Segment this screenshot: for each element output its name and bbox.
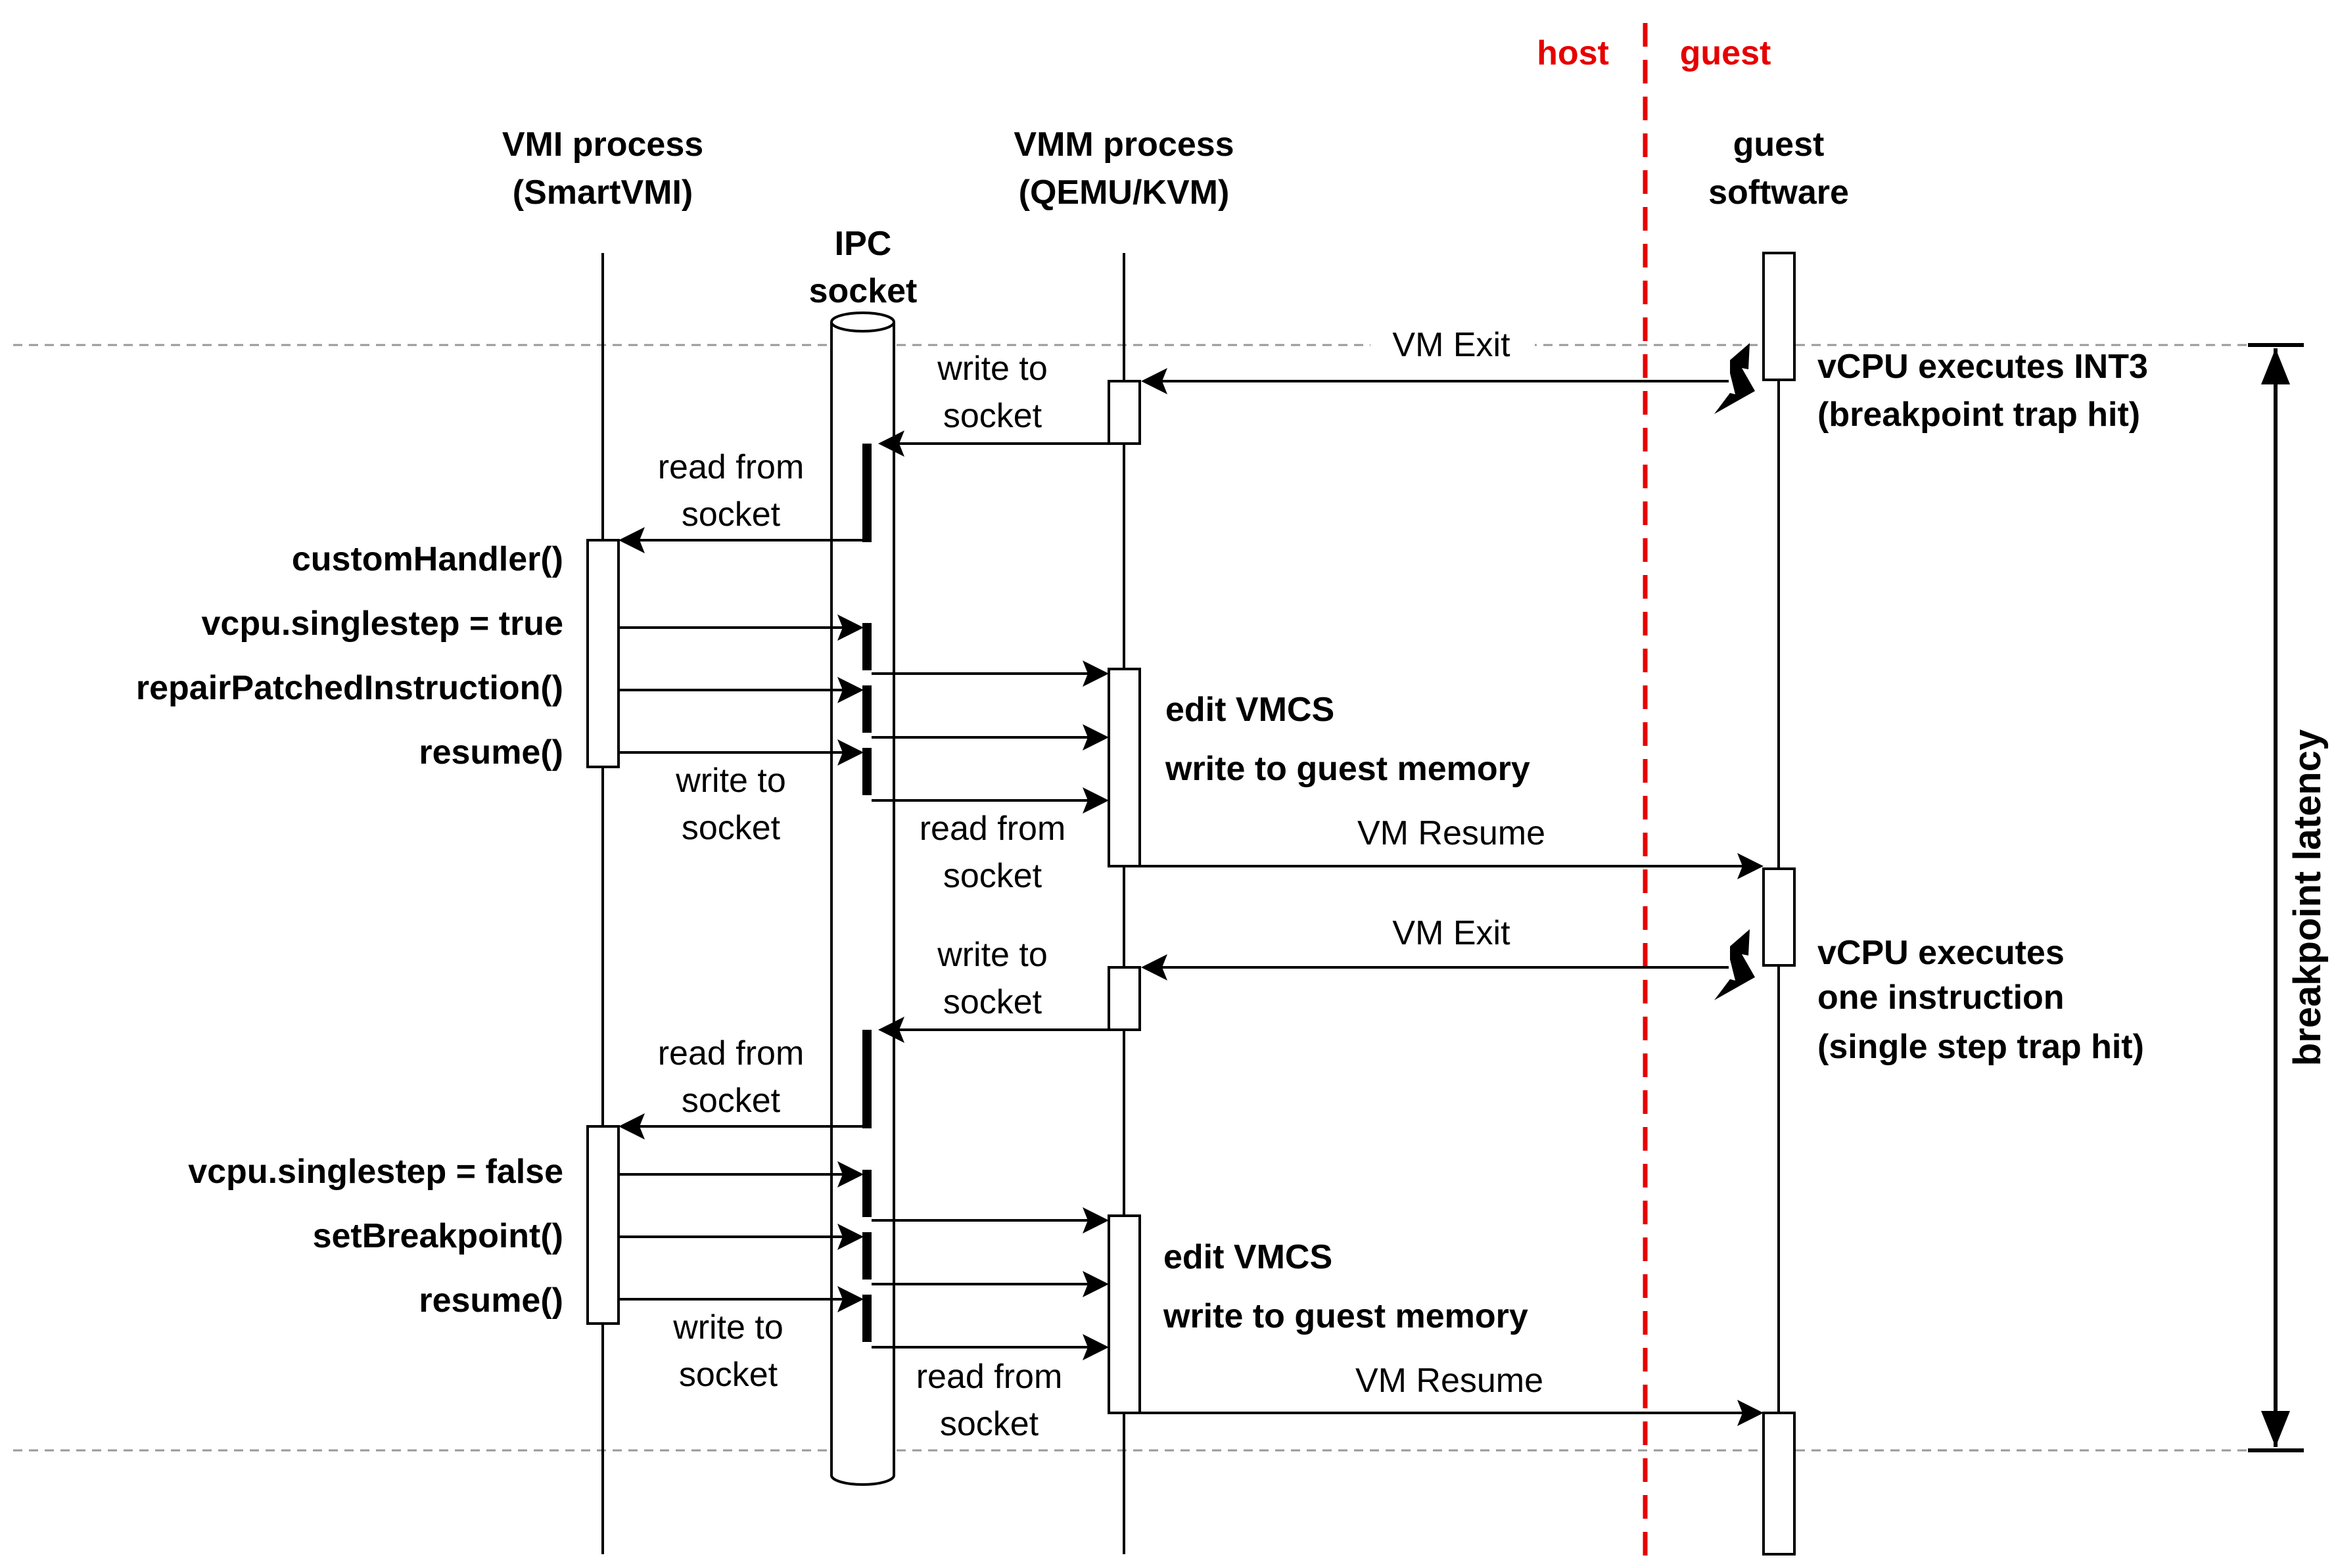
vmm-activation-2 bbox=[1108, 668, 1141, 867]
vcpu-event-2-line1: vCPU executes bbox=[1817, 934, 2065, 972]
vmi-write-label-1a: write to bbox=[675, 762, 786, 800]
vmi-read-label-1b: socket bbox=[682, 496, 781, 534]
guest-software-subtitle: software bbox=[1708, 173, 1849, 212]
call-singlestep-true: vcpu.singlestep = true bbox=[202, 605, 564, 643]
vmi-process-subtitle: (SmartVMI) bbox=[513, 173, 693, 212]
call-repair-instruction: repairPatchedInstruction() bbox=[136, 669, 563, 707]
vm-exit-label-2: VM Exit bbox=[1392, 914, 1510, 952]
vm-exit-label-1: VM Exit bbox=[1392, 326, 1510, 364]
vmi-process-title: VMI process bbox=[502, 126, 703, 164]
lightning-icon-1 bbox=[1714, 343, 1755, 414]
vmi-write-label-1b: socket bbox=[682, 809, 781, 847]
call-resume-2: resume() bbox=[419, 1281, 563, 1320]
vmi-write-label-2a: write to bbox=[672, 1308, 783, 1347]
vmm-write-label-1a: write to bbox=[937, 350, 1048, 388]
vmm-read-label-1a: read from bbox=[920, 810, 1066, 848]
vmm-read-label-2a: read from bbox=[916, 1358, 1063, 1396]
vmm-process-title: VMM process bbox=[1014, 126, 1234, 164]
vmi-read-label-1a: read from bbox=[658, 448, 805, 486]
vcpu-event-1-line1: vCPU executes INT3 bbox=[1817, 348, 2148, 386]
vmm-write-label-2b: socket bbox=[943, 983, 1042, 1021]
vmm-activation-1 bbox=[1108, 380, 1141, 445]
vmi-activation-1 bbox=[586, 539, 620, 768]
guest-label: guest bbox=[1680, 34, 1771, 72]
vmm-action-write-mem-2: write to guest memory bbox=[1163, 1297, 1528, 1335]
guest-activation-1 bbox=[1762, 252, 1796, 381]
vmm-activation-4 bbox=[1108, 1214, 1141, 1414]
vmm-write-label-1b: socket bbox=[943, 397, 1042, 435]
guest-activation-3 bbox=[1762, 1412, 1796, 1556]
call-singlestep-false: vcpu.singlestep = false bbox=[188, 1153, 563, 1191]
vmi-read-label-2b: socket bbox=[682, 1082, 781, 1120]
ipc-queue-2b bbox=[862, 1232, 872, 1280]
ipc-queue-1 bbox=[862, 444, 872, 542]
call-resume-1: resume() bbox=[419, 733, 563, 772]
call-set-breakpoint: setBreakpoint() bbox=[313, 1217, 563, 1255]
vcpu-event-1-line2: (breakpoint trap hit) bbox=[1817, 396, 2140, 434]
vcpu-event-2-line3: (single step trap hit) bbox=[1817, 1028, 2144, 1066]
ipc-queue-1a bbox=[862, 623, 872, 670]
vmm-action-write-mem-1: write to guest memory bbox=[1165, 750, 1530, 788]
vmm-process-subtitle: (QEMU/KVM) bbox=[1019, 173, 1230, 212]
lightning-icon-2 bbox=[1714, 929, 1755, 1000]
vmm-write-label-2a: write to bbox=[937, 936, 1048, 974]
vm-resume-label-1: VM Resume bbox=[1357, 814, 1545, 852]
ipc-queue-2 bbox=[862, 1030, 872, 1128]
vmm-action-edit-vmcs-1: edit VMCS bbox=[1165, 691, 1334, 729]
vmi-activation-2 bbox=[586, 1125, 620, 1325]
vmi-write-label-2b: socket bbox=[679, 1356, 778, 1394]
guest-software-title: guest bbox=[1733, 126, 1825, 164]
breakpoint-latency-label: breakpoint latency bbox=[2286, 729, 2329, 1066]
vmm-read-label-2b: socket bbox=[940, 1405, 1039, 1443]
ipc-queue-1c bbox=[862, 748, 872, 795]
ipc-queue-2c bbox=[862, 1295, 872, 1342]
vmm-action-edit-vmcs-2: edit VMCS bbox=[1163, 1238, 1332, 1276]
ipc-queue-2a bbox=[862, 1170, 872, 1217]
vmi-read-label-2a: read from bbox=[658, 1034, 805, 1072]
latency-bracket bbox=[2248, 343, 2304, 1452]
guest-activation-2 bbox=[1762, 867, 1796, 967]
call-custom-handler: customHandler() bbox=[292, 540, 563, 578]
vmm-activation-3 bbox=[1108, 966, 1141, 1031]
ipc-socket-title: IPC bbox=[835, 225, 892, 263]
vmm-read-label-1b: socket bbox=[943, 857, 1042, 895]
ipc-queue-1b bbox=[862, 685, 872, 733]
vm-resume-label-2: VM Resume bbox=[1355, 1362, 1543, 1400]
host-label: host bbox=[1537, 34, 1609, 72]
vcpu-event-2-line2: one instruction bbox=[1817, 979, 2065, 1017]
ipc-socket-subtitle: socket bbox=[809, 272, 918, 310]
